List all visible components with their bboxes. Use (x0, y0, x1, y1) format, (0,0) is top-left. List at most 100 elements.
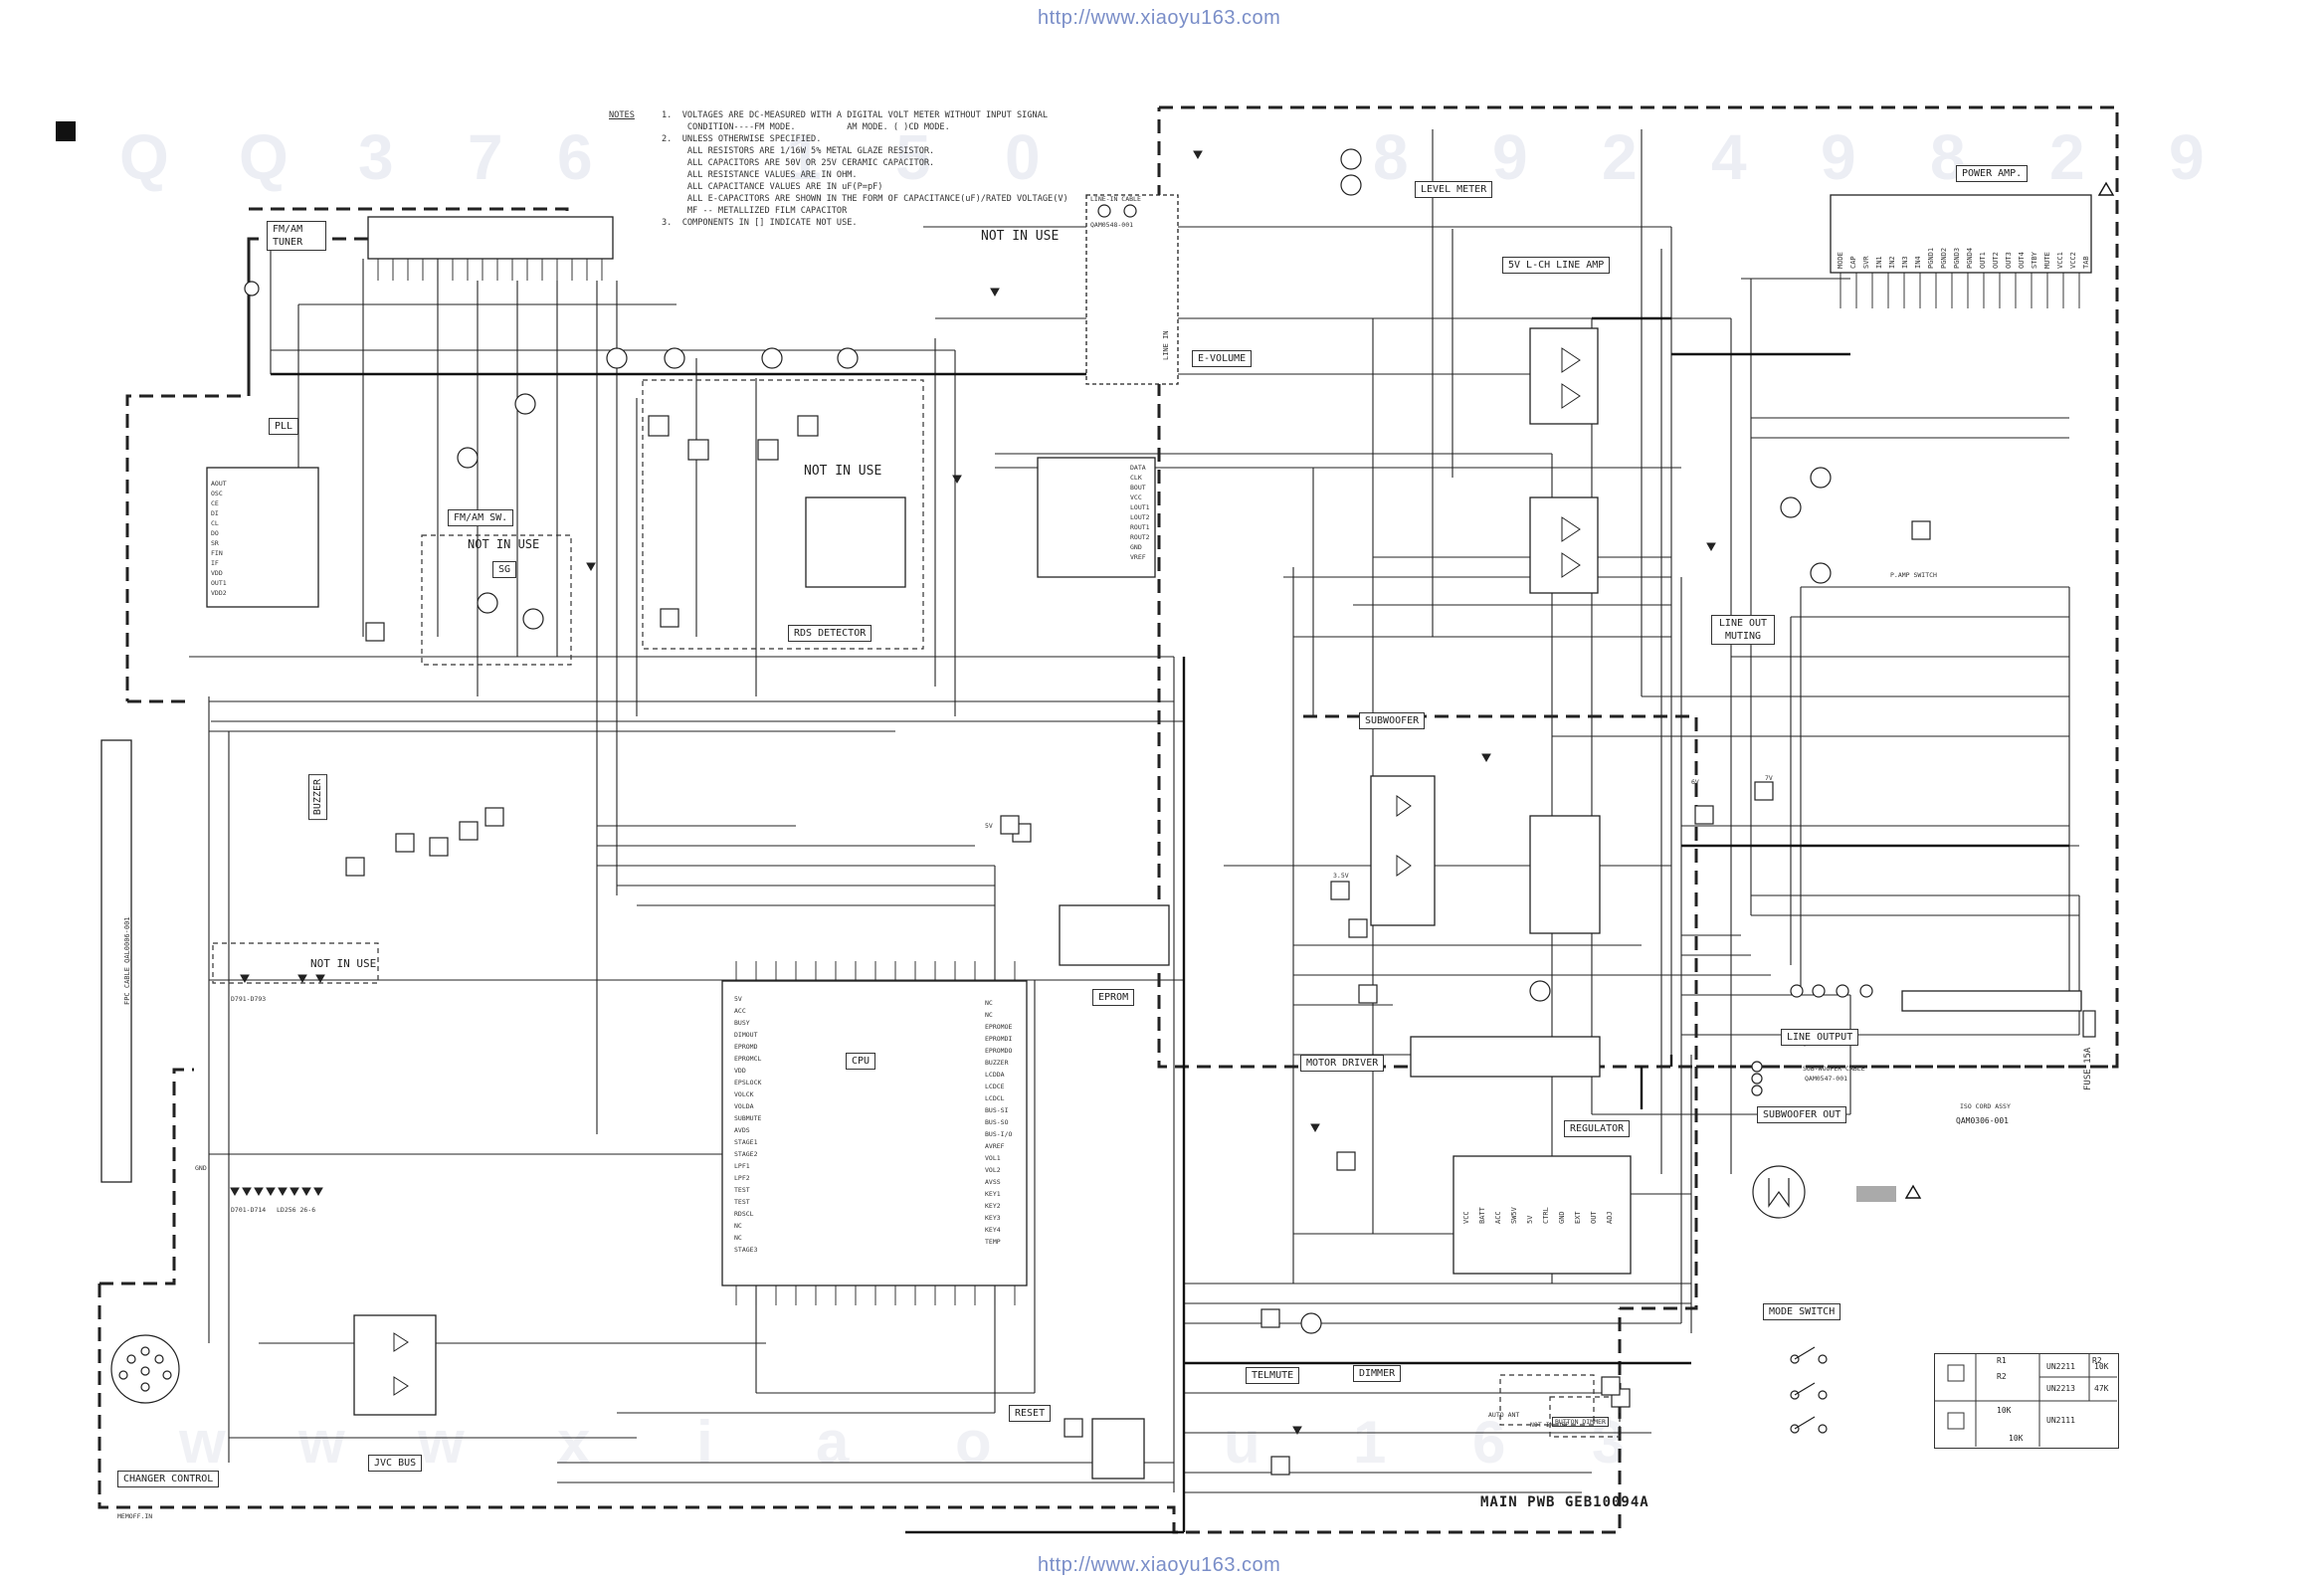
note-line: ALL RESISTANCE VALUES ARE IN OHM. (662, 170, 858, 180)
evol-pin: LOUT1 (1130, 503, 1150, 511)
note-line: MF -- METALLIZED FILM CAPACITOR (662, 206, 848, 216)
label-5v: 5V (985, 822, 993, 830)
pll-pin: CL (211, 519, 219, 527)
evol-pin: VREF (1130, 553, 1146, 561)
power-amp-pin: IN2 (1888, 256, 1896, 269)
svg-text:2: 2 (2049, 121, 2085, 193)
power-amp-pin: SVR (1862, 256, 1870, 269)
cpu-pin-right: EPROMOE (985, 1023, 1013, 1031)
watermark-url-bottom[interactable]: http://www.xiaoyu163.com (1038, 1554, 1281, 1576)
watermark-url-top[interactable]: http://www.xiaoyu163.com (1038, 7, 1281, 29)
eprom-ic (1059, 904, 1170, 966)
cpu-pin-right: TEMP (985, 1238, 1001, 1246)
svg-text:u: u (1224, 1409, 1260, 1476)
evol-pin: VCC (1130, 494, 1142, 501)
ic-packages (100, 194, 2092, 1480)
label-fpc-cable: FPC CABLE QAL0006-001 (123, 916, 131, 1005)
fuse-symbol (2082, 1010, 2096, 1038)
svg-text:8: 8 (1373, 121, 1409, 193)
block-label-eprom: EPROM (1092, 989, 1135, 1006)
cpu-pin-right: LCDCE (985, 1083, 1005, 1090)
svg-text:9: 9 (1821, 121, 1856, 193)
pll-pin: SR (211, 539, 219, 547)
jacks (110, 204, 1873, 1404)
jvc-bus-ic (353, 1314, 437, 1416)
pll-pin: AOUT (211, 480, 227, 488)
label-iso-cord-part: QAM0306-001 (1956, 1116, 2009, 1125)
power-amp-pin: TAB (2082, 256, 2090, 269)
cpu-pin-left: LPF2 (734, 1174, 750, 1182)
svg-text:6: 6 (1472, 1409, 1505, 1476)
note-line: 1. VOLTAGES ARE DC-MEASURED WITH A DIGIT… (662, 110, 1049, 120)
pll-pin: IF (211, 559, 219, 567)
label-7v: 7V (1765, 774, 1773, 782)
cpu-pin-right: KEY4 (985, 1226, 1001, 1234)
label-3-5v: 3.5V (1333, 872, 1349, 880)
block-label-cpu: CPU (846, 1053, 876, 1070)
cpu-pin-left: VOLDA (734, 1102, 754, 1110)
block-label-pll: PLL (269, 418, 299, 435)
cpu-ic (721, 980, 1028, 1286)
components (345, 415, 1931, 1476)
label-not-in-use-2: NOT IN USE (804, 464, 882, 479)
cpu-pin-right: NC (985, 999, 993, 1007)
svg-text:w: w (417, 1409, 465, 1476)
block-label-reset: RESET (1009, 1405, 1052, 1422)
power-amp-pin: IN4 (1914, 256, 1922, 269)
power-amp-pin: IN1 (1875, 256, 1883, 269)
line-amp-ic-1 (1529, 327, 1599, 425)
block-label-jvc-bus: JVC BUS (368, 1455, 423, 1472)
label-not-in-use-4: NOT IN USE (1530, 1421, 1570, 1429)
svg-text:7: 7 (468, 121, 503, 193)
block-label-sg: SG (492, 561, 517, 578)
opamp-symbols (393, 347, 1581, 1396)
note-line: CONDITION----FM MODE. AM MODE. ( )CD MOD… (662, 122, 950, 132)
fpc-connector (100, 739, 132, 1183)
transistors (244, 148, 1832, 1334)
block-label-buzzer: BUZZER (308, 774, 327, 821)
label-line-in: LINE IN (1162, 330, 1170, 360)
regulator-ic (1452, 1155, 1632, 1275)
power-amp-pin: STBY (2031, 252, 2038, 269)
cpu-pin-right: BUS-SO (985, 1118, 1009, 1126)
svg-text:x: x (557, 1409, 590, 1476)
mode-switch-symbol (1790, 1346, 1828, 1434)
label-p-amp-switch: P.AMP SWITCH (1890, 571, 1937, 579)
cpu-pin-left: AVDS (734, 1126, 750, 1134)
evol-pin: ROUT1 (1130, 523, 1150, 531)
cpu-pin-right: AVREF (985, 1142, 1005, 1150)
svg-text:3: 3 (358, 121, 394, 193)
power-amp-pin: OUT1 (1979, 252, 1987, 269)
cpu-pin-left: VOLCK (734, 1090, 754, 1098)
cpu-pin-left: NC (734, 1222, 742, 1230)
label-6v: 6V (1691, 778, 1699, 786)
label-d791-d793: D791-D793 (231, 995, 267, 1003)
cpu-pin-left: EPROMD (734, 1043, 758, 1051)
cpu-pin-left: LPF1 (734, 1162, 750, 1170)
svg-text:2: 2 (1602, 121, 1638, 193)
svg-text:9: 9 (2169, 121, 2205, 193)
power-amp-pin: PGND1 (1927, 247, 1935, 269)
power-amp-pin: PGND4 (1966, 247, 1974, 269)
pll-pin: FIN (211, 549, 223, 557)
label-line-in-cable: LINE-IN CABLE (1090, 195, 1141, 203)
board-outline (97, 105, 2119, 1534)
block-label-line-out-muting: LINE OUT MUTING (1711, 615, 1775, 645)
ic-table-r2: R2 (1997, 1372, 2007, 1381)
svg-text:w: w (297, 1409, 345, 1476)
cpu-pin-right: BUZZER (985, 1059, 1009, 1067)
pll-pin: OSC (211, 490, 223, 497)
label-button-dimmer: BUTTON DIMMER (1552, 1417, 1609, 1427)
svg-text:w: w (178, 1409, 226, 1476)
ic-table-part: UN2111 (2046, 1416, 2075, 1425)
cpu-pin-right: KEY1 (985, 1190, 1001, 1198)
cpu-pin-left: VDD (734, 1067, 746, 1075)
svg-text:o: o (955, 1409, 992, 1476)
block-label-subwoofer: SUBWOOFER (1359, 712, 1426, 729)
cpu-pin-left: ACC (734, 1007, 746, 1015)
block-label-regulator: REGULATOR (1564, 1120, 1631, 1137)
label-line-in-cable-part: QAM0548-001 (1090, 221, 1134, 229)
regulator-pin: OUT (1590, 1211, 1598, 1224)
